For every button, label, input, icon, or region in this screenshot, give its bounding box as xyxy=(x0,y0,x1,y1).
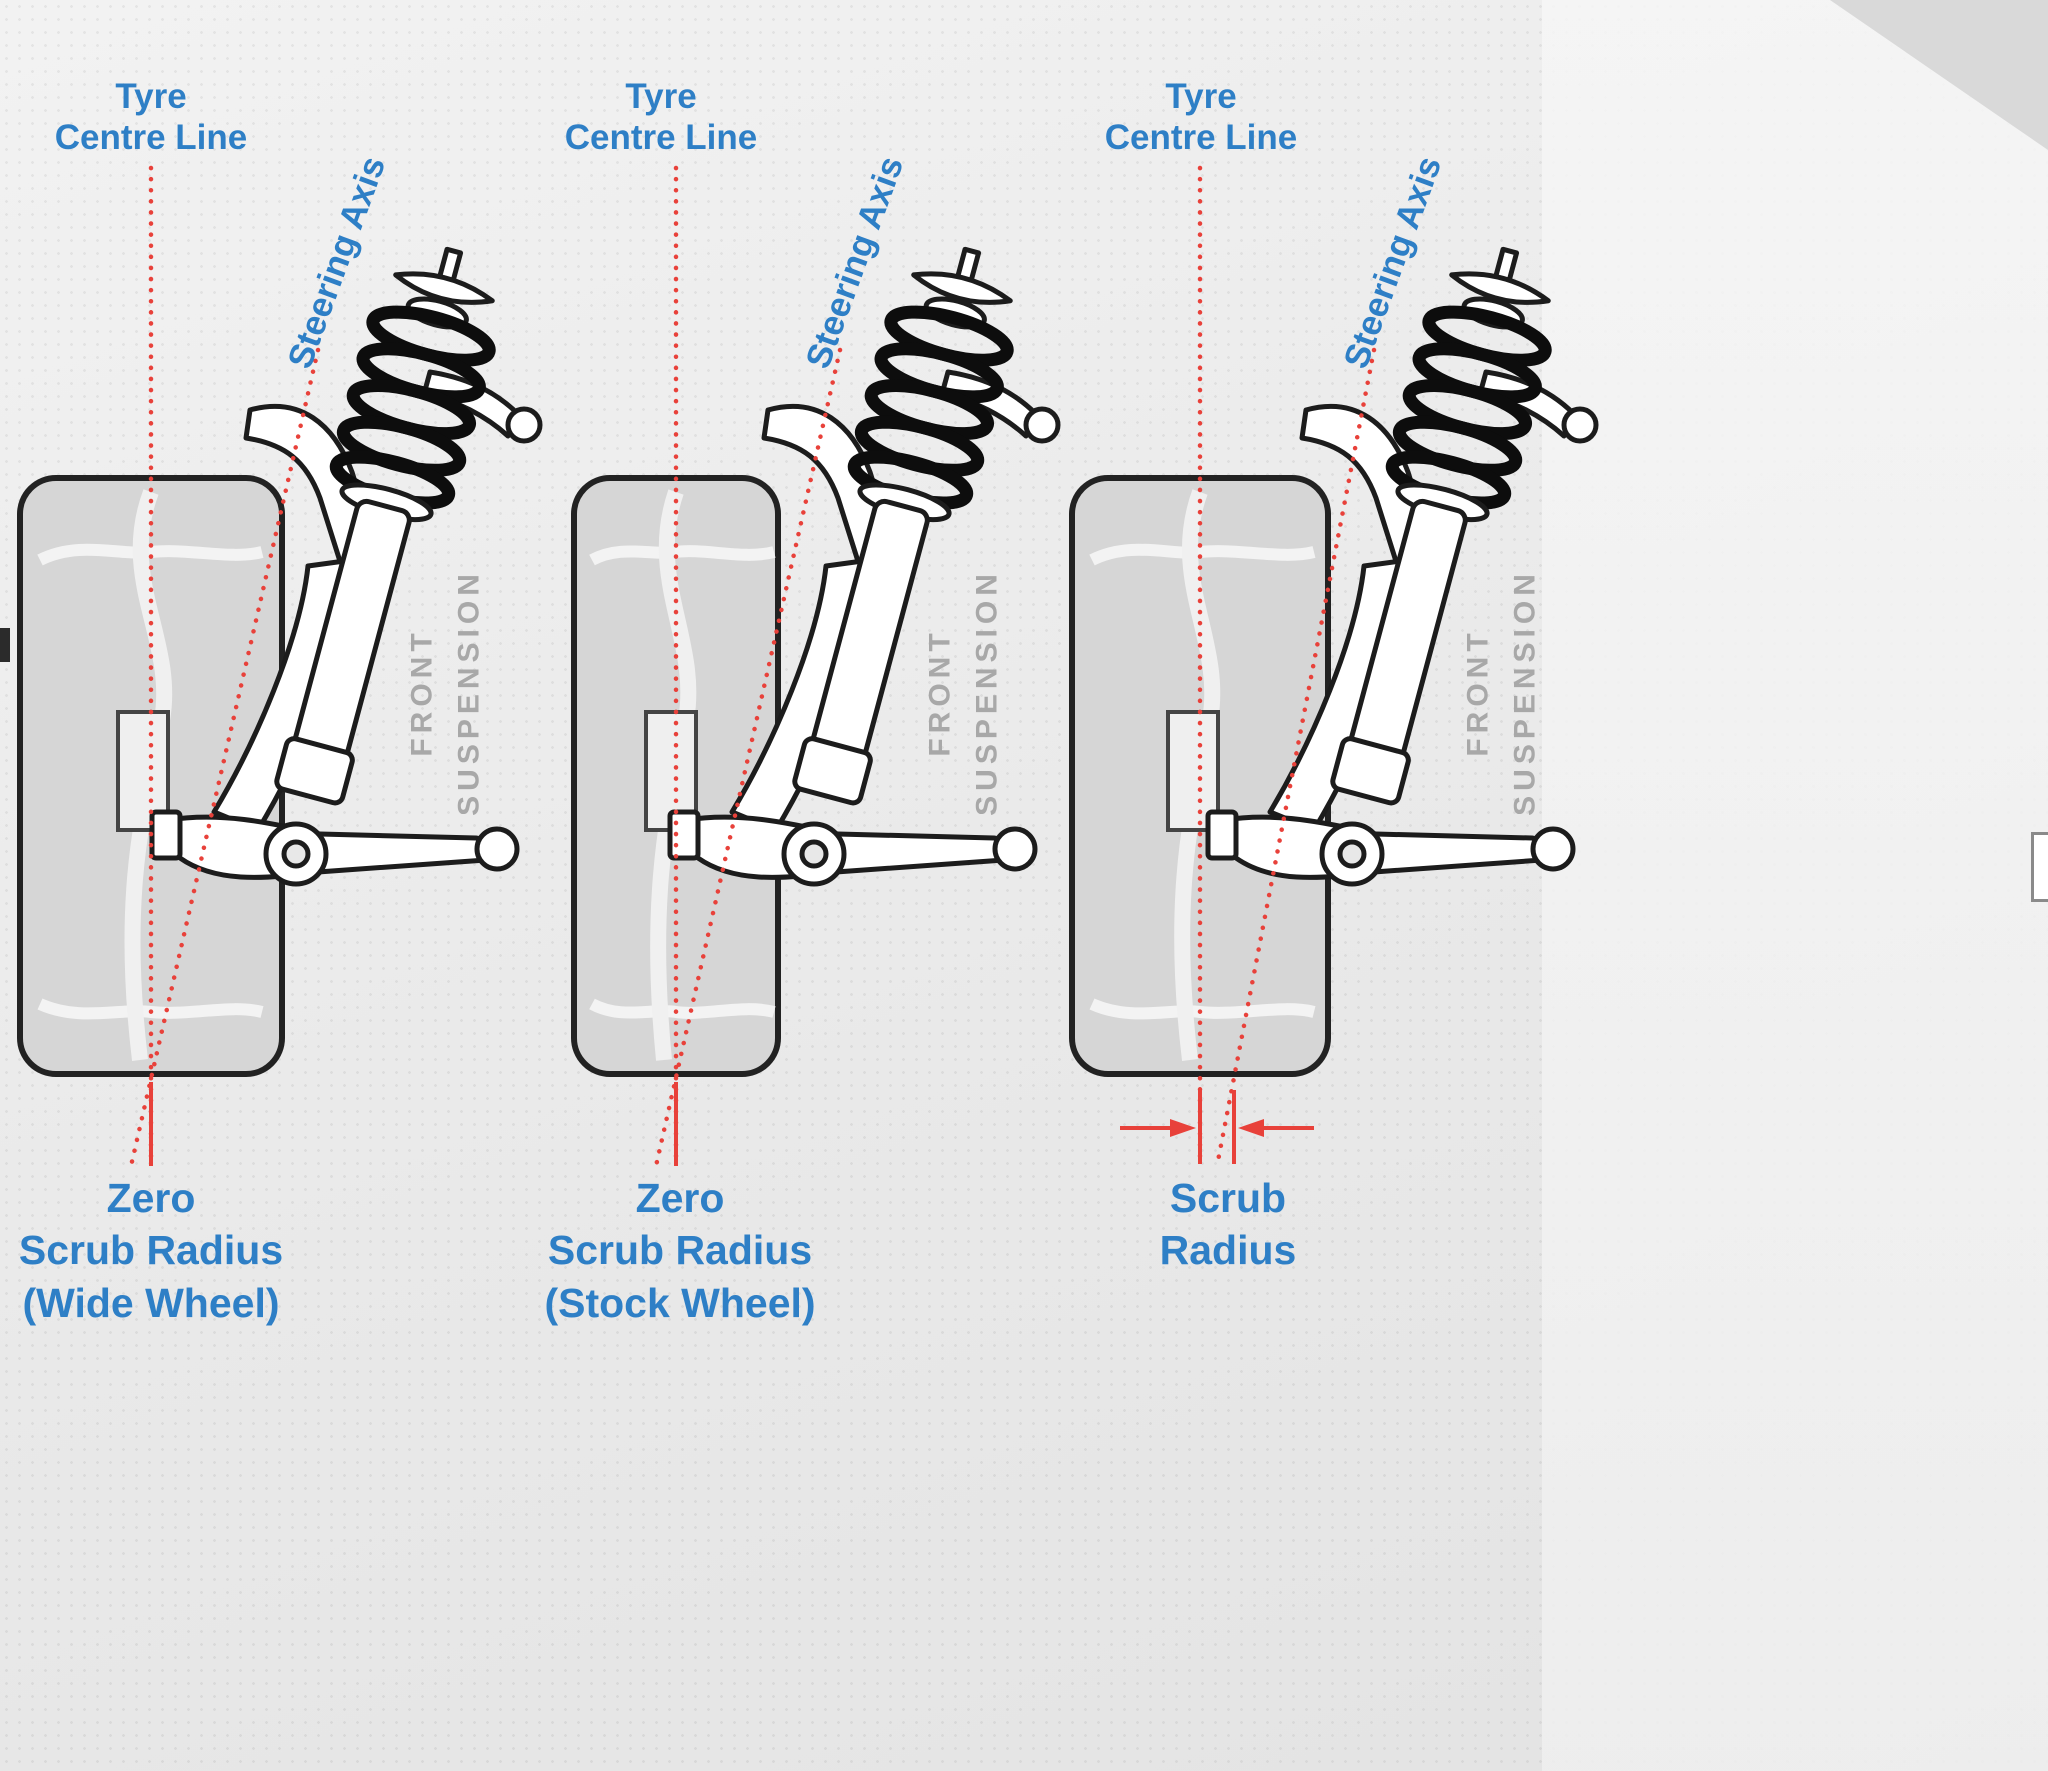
panel-scrub-radius: FRONT SUSPENSION Tyre Centre Line Steeri… xyxy=(1056,0,1616,1500)
steering-axis-line xyxy=(653,347,843,1169)
suspension-diagram xyxy=(17,165,560,1169)
panel-caption: Scrub Radius xyxy=(1159,1175,1297,1274)
arrowhead-left-icon xyxy=(1238,1119,1264,1137)
scrub-radius-dimension xyxy=(1120,1090,1314,1164)
arrowhead-right-icon xyxy=(1170,1119,1196,1137)
tyre-centre-line-label: Tyre Centre Line xyxy=(1104,77,1298,158)
suspension-diagram xyxy=(1069,165,1616,1169)
tyre-centre-line-label: Tyre Centre Line xyxy=(564,77,758,158)
tyre-cross-section xyxy=(17,475,285,1077)
tyre-centre-line-label: Tyre Centre Line xyxy=(54,77,248,158)
edge-artifact-left xyxy=(0,628,10,662)
suspension-diagram xyxy=(571,165,1078,1169)
steering-axis-line xyxy=(128,347,321,1169)
tyre-cross-section xyxy=(1069,475,1331,1077)
panel-zero-scrub-wide-wheel: FRONT SUSPENSION Tyre Centre Line Steeri… xyxy=(0,0,560,1500)
reference-lines xyxy=(128,165,321,1169)
panel-caption: Zero Scrub Radius (Wide Wheel) xyxy=(18,1175,284,1326)
panel-caption: Zero Scrub Radius (Stock Wheel) xyxy=(544,1175,816,1326)
reference-lines xyxy=(653,165,843,1169)
panel-zero-scrub-stock-wheel: FRONT SUSPENSION Tyre Centre Line Steeri… xyxy=(518,0,1078,1500)
reference-lines xyxy=(1197,165,1377,1169)
tyre-cross-section xyxy=(571,475,781,1077)
edge-artifact-right xyxy=(2031,832,2048,902)
page-right-margin xyxy=(1542,0,2048,1771)
